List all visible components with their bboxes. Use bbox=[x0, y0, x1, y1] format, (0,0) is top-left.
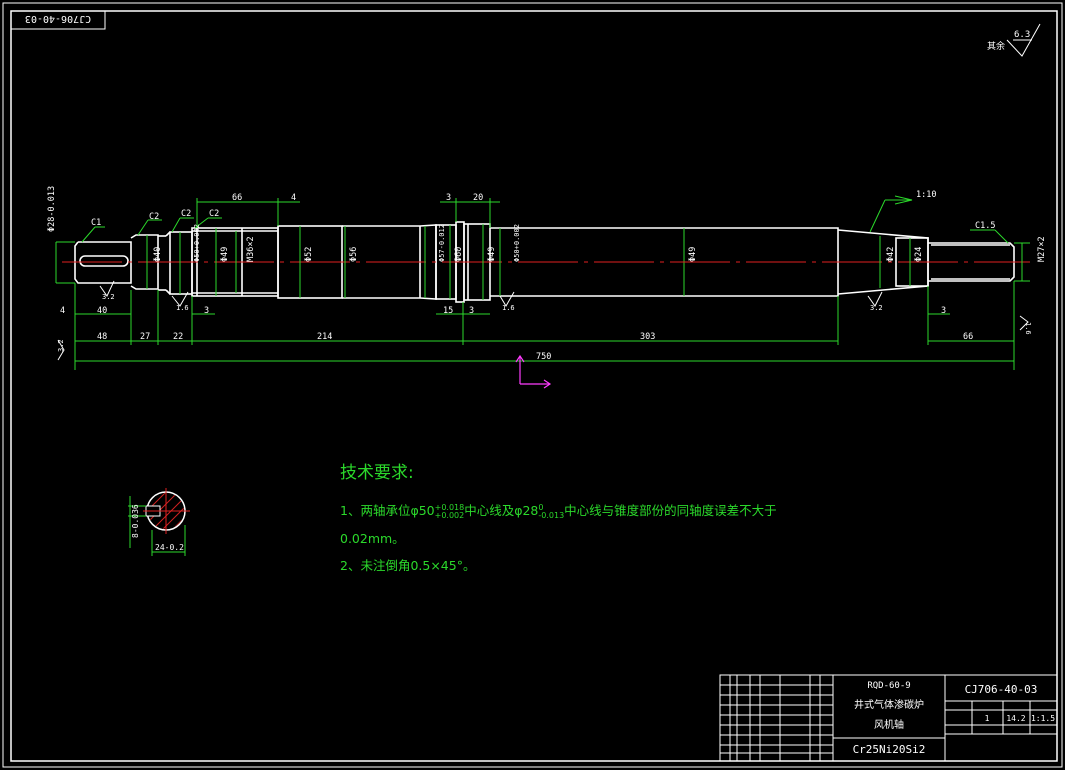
dim-c2-c: C2 bbox=[209, 209, 219, 219]
tolerance-28: 0-0.013 bbox=[538, 502, 565, 520]
tech-requirement-line-3: 2、未注倒角0.5×45°。 bbox=[340, 558, 476, 573]
tolerance-50: +0.018+0.002 bbox=[434, 502, 465, 520]
dim-b3-b: 3 bbox=[469, 306, 474, 316]
dim-d50-a: Φ50+0.002 bbox=[193, 224, 201, 262]
inner-border bbox=[10, 10, 1058, 762]
tb-model: RQD-60-9 bbox=[867, 681, 910, 691]
title-block bbox=[719, 674, 1058, 762]
finish-symbol-icon bbox=[1006, 23, 1041, 57]
dim-taper: 1:10 bbox=[916, 190, 936, 200]
dim-total: 750 bbox=[536, 352, 551, 362]
dim-d56: Φ56 bbox=[349, 247, 359, 262]
dim-d50-b: Φ50+0.002 bbox=[513, 224, 521, 262]
finish-label: 其余 bbox=[987, 40, 1005, 52]
rough-32-a: 3.2 bbox=[102, 293, 115, 301]
dim-c15: C1.5 bbox=[975, 221, 995, 231]
rough-16-c: 1.6 bbox=[1024, 322, 1032, 335]
title-block-text: RQD-60-9 井式气体渗碳炉 风机轴 Cr25Ni20Si2 CJ706-4… bbox=[853, 681, 1056, 756]
keyway-section-view: 8-0.036 24-0.2 bbox=[128, 488, 190, 556]
dim-d57: Φ57-0.012 bbox=[438, 224, 446, 262]
dim-c2-a: C2 bbox=[149, 212, 159, 222]
tb-weight: 14.2 bbox=[1006, 714, 1025, 723]
dim-d52: Φ52 bbox=[304, 247, 314, 262]
dim-top-66: 66 bbox=[232, 193, 242, 203]
dim-d49-a: Φ49 bbox=[220, 247, 230, 262]
section-height-dim: 8-0.036 bbox=[131, 504, 140, 538]
tech-requirement-line-2: 0.02mm。 bbox=[340, 531, 405, 546]
tb-qty: 1 bbox=[985, 714, 990, 723]
dim-b3-a: 3 bbox=[204, 306, 209, 316]
dim-s303: 303 bbox=[640, 332, 655, 342]
finish-value: 6.3 bbox=[1014, 30, 1030, 40]
dim-m36: M36×2 bbox=[246, 236, 256, 262]
dim-b4: 4 bbox=[60, 306, 65, 316]
dim-m27: M27×2 bbox=[1037, 236, 1047, 262]
dim-s214: 214 bbox=[317, 332, 332, 342]
dim-s27: 27 bbox=[140, 332, 150, 342]
corner-drawing-number: CJ706-40-03 bbox=[25, 13, 91, 24]
dim-c2-b: C2 bbox=[181, 209, 191, 219]
dim-top-3: 3 bbox=[446, 193, 451, 203]
tech-requirements-title: 技术要求: bbox=[340, 463, 414, 483]
rough-32-b: 3.2 bbox=[870, 304, 883, 312]
dim-s22: 22 bbox=[173, 332, 183, 342]
rough-16-a: 1.6 bbox=[176, 304, 189, 312]
dim-s48: 48 bbox=[97, 332, 107, 342]
tb-drawing-number: CJ706-40-03 bbox=[965, 683, 1038, 696]
dim-d49-b: Φ49 bbox=[487, 247, 497, 262]
dim-top-20: 20 bbox=[473, 193, 483, 203]
dim-d40: Φ40 bbox=[153, 247, 163, 262]
dim-d24: Φ24 bbox=[914, 247, 924, 262]
tb-scale: 1:1.5 bbox=[1031, 714, 1055, 723]
dim-top-4: 4 bbox=[291, 193, 296, 203]
dim-b3-c: 3 bbox=[941, 306, 946, 316]
dim-d28: Φ28-0.013 bbox=[47, 186, 57, 232]
tb-name1: 井式气体渗碳炉 bbox=[854, 698, 924, 711]
tb-name2: 风机轴 bbox=[874, 718, 904, 731]
dim-d49-c: Φ49 bbox=[688, 247, 698, 262]
dimension-labels: Φ28-0.013 C1 C2 C2 C2 C1.5 66 4 3 20 1:1… bbox=[47, 186, 1047, 362]
ucs-icon bbox=[515, 354, 552, 389]
dim-d60: Φ60 bbox=[454, 247, 464, 262]
section-width-dim: 24-0.2 bbox=[155, 543, 184, 552]
corner-number-box bbox=[10, 10, 106, 30]
dimension-lines bbox=[55, 195, 1030, 370]
dim-b40: 40 bbox=[97, 306, 107, 316]
dim-s66: 66 bbox=[963, 332, 973, 342]
roughness-symbols bbox=[57, 280, 1029, 361]
tb-material: Cr25Ni20Si2 bbox=[853, 743, 926, 756]
dim-c1: C1 bbox=[91, 218, 101, 228]
rough-32-c: 3.2 bbox=[57, 339, 65, 352]
dim-b15: 15 bbox=[443, 306, 453, 316]
rough-16-b: 1.6 bbox=[502, 304, 515, 312]
dim-d42: Φ42 bbox=[886, 247, 896, 262]
